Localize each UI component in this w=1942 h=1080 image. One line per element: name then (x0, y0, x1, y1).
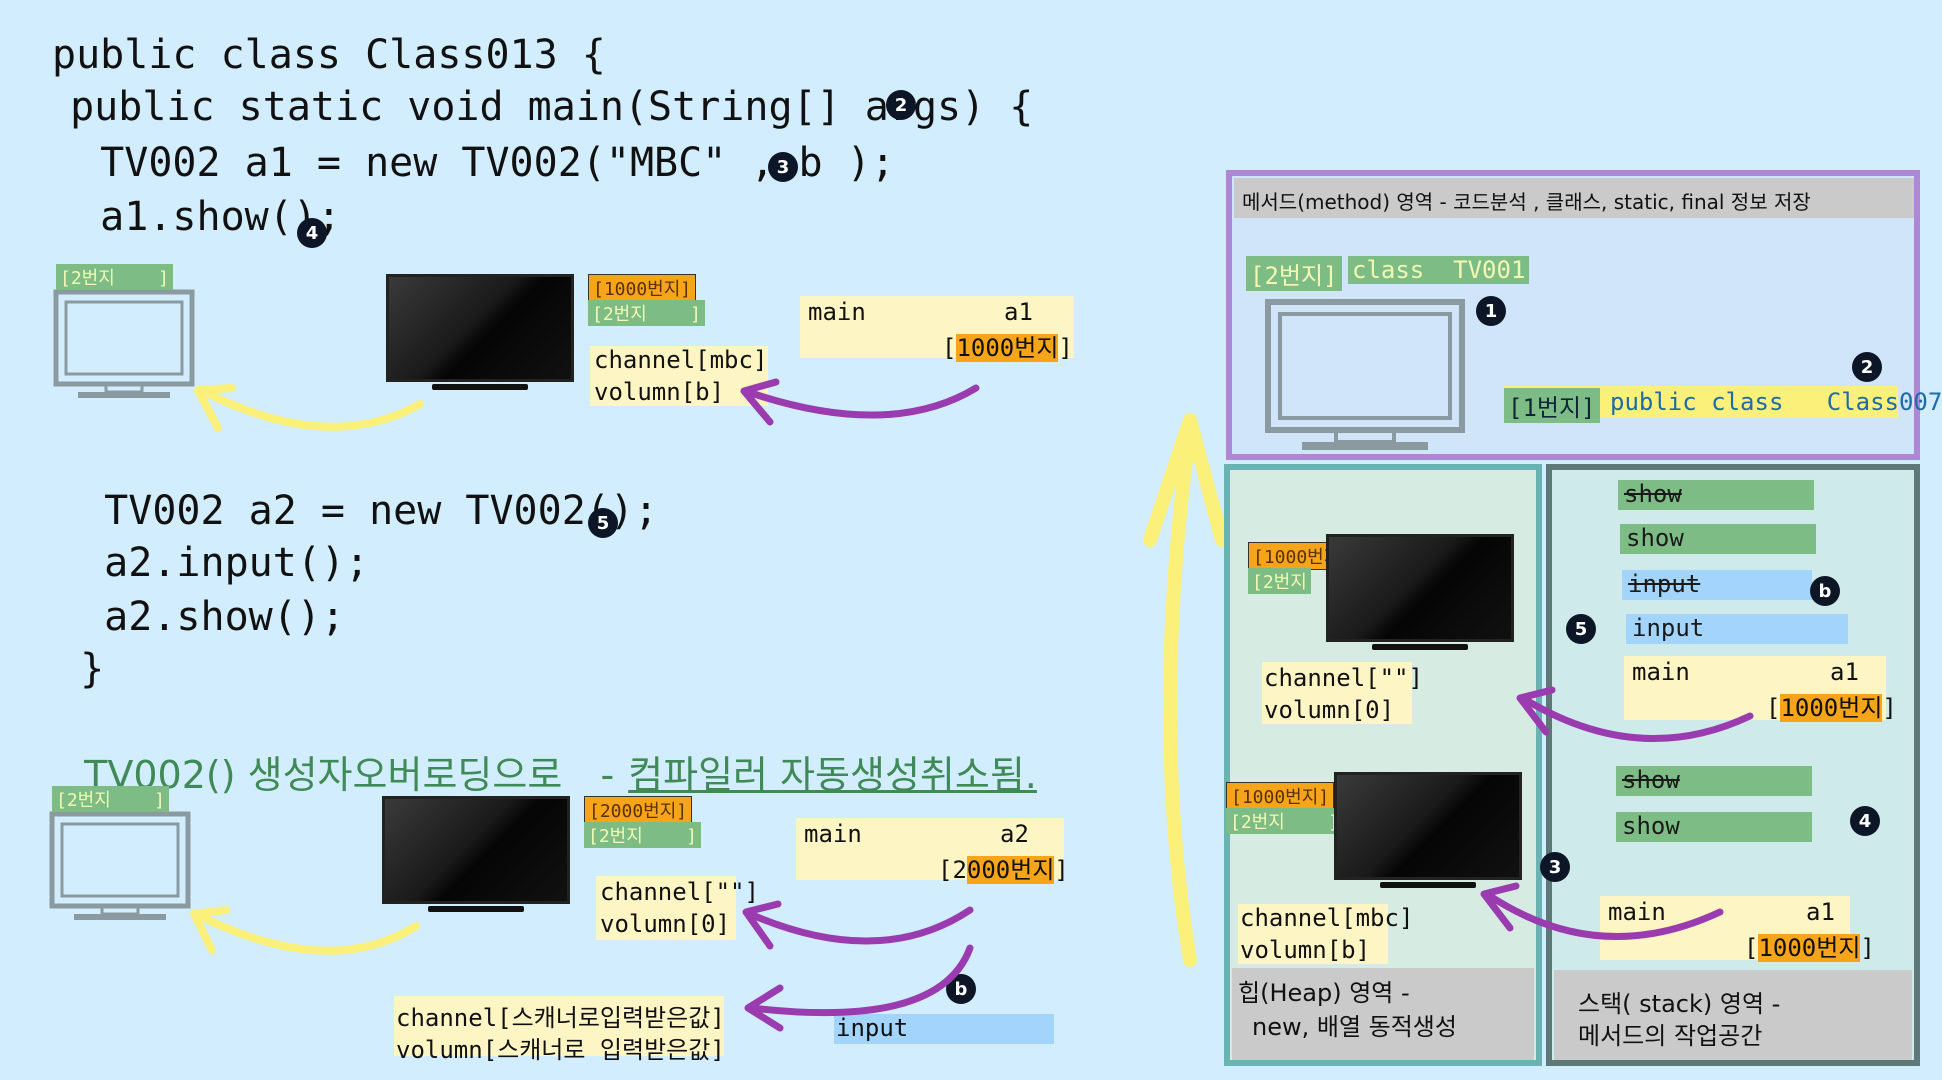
overloading-note: TV002() 생성자오버로딩으로 -컴파일러 자동생성취소됨. (84, 753, 1037, 797)
tv-object-icon (386, 274, 574, 382)
step-marker-1: 1 (1476, 296, 1506, 326)
stack-main-label: main (1632, 658, 1690, 686)
code-line-new-a2: TV002 a2 = new TV002(); (56, 488, 659, 534)
code-line-a2-input: a2.input(); (56, 540, 370, 586)
stack-frame-show: show (1616, 766, 1812, 796)
method-class-name: class TV001 (1348, 256, 1530, 284)
scanner-volumn-field: volumn[스캐너로 입력받은값] (396, 1036, 725, 1064)
input-frame-bar (834, 1014, 1054, 1044)
code-line-main-decl: public static void main(String[] args) { (46, 84, 1034, 130)
tv-class-address-label: [2번지 ] (52, 786, 169, 812)
stack-var-label: a1 (1830, 658, 1859, 686)
tv-stand (1372, 644, 1468, 650)
stack-area (1546, 464, 1920, 1066)
heap-volumn-field: volumn[b] (1240, 936, 1371, 964)
stack-var-label: a1 (1806, 898, 1835, 926)
heap-area-title: 힙(Heap) 영역 - new, 배열 동적생성 (1232, 968, 1534, 1060)
stack-var-label: a2 (1000, 820, 1029, 848)
stack-main-label: main (808, 298, 866, 326)
channel-field: channel[mbc] (594, 346, 768, 374)
reference-value: [1000번지] (1744, 934, 1875, 962)
tv-class-address-label: [2번지 ] (56, 264, 173, 290)
heap-address-label: [1000번지] (1226, 782, 1335, 810)
step-marker-5: 5 (588, 508, 618, 538)
code-line-close-brace: } (56, 646, 105, 692)
method-area-title: 메서드(method) 영역 - 코드분석 , 클래스, static, fin… (1234, 178, 1914, 218)
code-line-new-a1: TV002 a1 = new TV002("MBC" , b ); (52, 140, 895, 186)
step-marker-4: 4 (297, 218, 327, 248)
stack-main-label: main (804, 820, 862, 848)
stack-frame-show: show (1616, 812, 1812, 842)
monitor-outline-icon (49, 811, 191, 920)
scanner-channel-field: channel[스캐너로입력받은값] (396, 1004, 725, 1032)
step-marker-4: 4 (1850, 806, 1880, 836)
step-marker-3: 3 (1540, 852, 1570, 882)
step-marker-5: 5 (1566, 614, 1596, 644)
tv-stand (428, 906, 524, 912)
code-line-a2-show: a2.show(); (56, 594, 345, 640)
stack-frame-show: show (1618, 480, 1814, 510)
stack-main-label: main (1608, 898, 1666, 926)
tv-object-icon (382, 796, 570, 904)
tv-object-icon (1334, 772, 1522, 880)
tv-stand (432, 384, 528, 390)
stack-var-label: a1 (1004, 298, 1033, 326)
monitor-outline-icon (53, 289, 195, 398)
input-frame-label: input (836, 1014, 909, 1042)
step-marker-2: 2 (1852, 352, 1882, 382)
heap-class-address-label: [2번지 ] (1226, 808, 1343, 834)
class-address-label: [2번지 ] (584, 822, 701, 848)
method-pc-text: public class Class007 (1610, 388, 1942, 416)
method-pc-address: [1번지] (1504, 388, 1600, 423)
heap-class-address-label: [2번지 (1248, 568, 1311, 594)
monitor-outline-icon (1265, 299, 1465, 450)
volumn-field: volumn[0] (600, 910, 731, 938)
stack-area-title: 스택( stack) 영역 - 메서드의 작업공간 (1554, 970, 1912, 1060)
stack-frame-input: input (1622, 570, 1812, 600)
tv-object-icon (1326, 534, 1514, 642)
tv-stand (1380, 882, 1476, 888)
stack-frame-show: show (1620, 524, 1816, 554)
class-address-label: [2번지 ] (588, 300, 705, 326)
reference-value: [2000번지] (938, 856, 1069, 884)
stack-frame-input: input (1626, 614, 1848, 644)
heap-volumn-field: volumn[0] (1264, 696, 1395, 724)
channel-field: channel[""] (600, 878, 759, 906)
volumn-field: volumn[b] (594, 378, 725, 406)
reference-value: [1000번지] (942, 334, 1073, 362)
method-class-address: [2번지] (1246, 256, 1342, 291)
step-marker-b: b (1810, 576, 1840, 606)
heap-channel-field: channel[mbc] (1240, 904, 1414, 932)
step-marker-3: 3 (768, 152, 798, 182)
reference-value: [1000번지] (1766, 694, 1897, 722)
step-marker-2: 2 (886, 90, 916, 120)
code-line-class-decl: public class Class013 { (52, 32, 606, 78)
heap-channel-field: channel[""] (1264, 664, 1423, 692)
